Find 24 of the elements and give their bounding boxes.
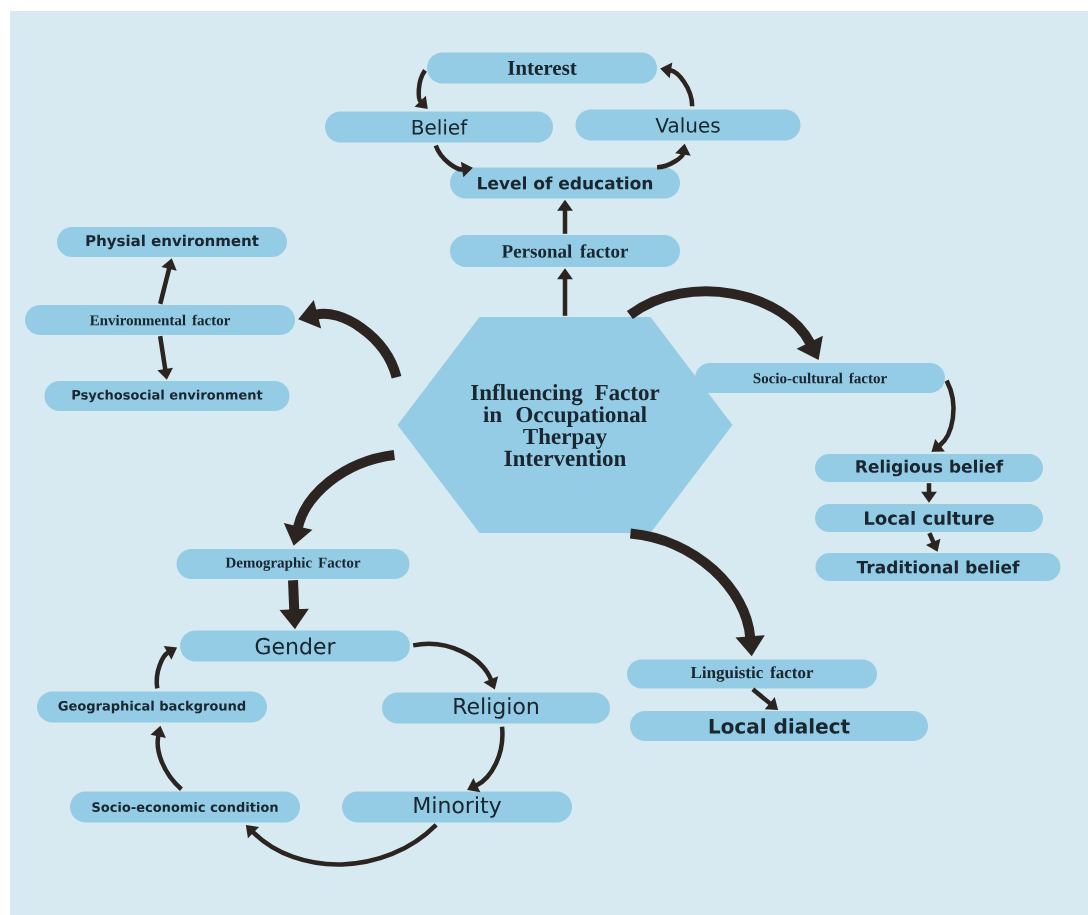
rounded-box: Values (575, 109, 801, 141)
rounded-box: Local culture (815, 504, 1043, 532)
rounded-box: Socio-economic condition (70, 791, 300, 823)
rounded-box: Socio-cultural factor (695, 363, 945, 393)
rounded-box: Religion (382, 692, 610, 724)
rounded-box: Personal factor (450, 235, 680, 267)
rounded-box: Level of education (450, 167, 680, 199)
rounded-box: Interest (427, 52, 657, 84)
rounded-box: Religious belief (815, 454, 1043, 482)
arrow (467, 726, 505, 793)
rounded-box: Traditional belief (815, 553, 1061, 581)
rounded-box: Demographic Factor (176, 549, 410, 579)
rounded-box: Gender (180, 630, 410, 662)
rounded-box: Linguistic factor (627, 659, 877, 689)
rounded-box: Minority (342, 791, 572, 823)
rounded-box: Environmental factor (25, 305, 295, 335)
arrow (931, 379, 956, 452)
rounded-box: Local dialect (630, 711, 928, 741)
rounded-box: Physial environment (57, 227, 287, 257)
rounded-box: Psychosocial environment (44, 381, 290, 411)
rounded-box: Geographical background (37, 691, 267, 723)
rounded-box: Belief (325, 111, 553, 143)
node-label: Socio-cultural factor (753, 372, 887, 384)
hexagon: Influencing Factor in Occupational Therpay Intervention (397, 317, 733, 533)
